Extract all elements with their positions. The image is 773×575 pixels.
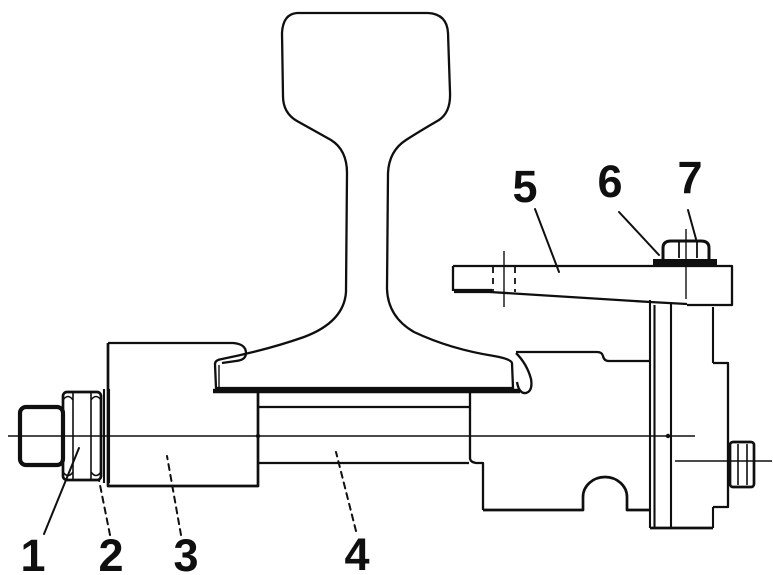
body-top-edge	[516, 350, 651, 363]
arm-washer	[653, 259, 717, 266]
part-label-7: 7	[677, 152, 702, 203]
flange	[713, 361, 730, 509]
leader-line-5	[534, 208, 560, 273]
side-nut-facets	[737, 444, 748, 485]
clamp-nose-right	[515, 352, 533, 395]
part-label-6: 6	[597, 156, 622, 207]
arm-bolt-hardware	[653, 239, 717, 266]
leader-line-3	[166, 455, 182, 536]
clamp-block-outline	[106, 343, 260, 488]
leader-lines	[43, 208, 697, 536]
body-bottom-notch	[483, 475, 650, 512]
arm-outline	[451, 264, 734, 307]
plate-edges	[648, 300, 715, 528]
support-plates	[648, 300, 730, 530]
part-label-2: 2	[98, 530, 123, 575]
clamp-block-left	[106, 341, 260, 488]
side-nut	[728, 440, 756, 489]
rail-cross-section	[213, 11, 520, 394]
part-callouts: 1 2 3 4 5 6 7	[20, 152, 702, 575]
axis-junction-dot-right	[665, 433, 671, 439]
leader-line-4	[335, 451, 357, 532]
part-label-4: 4	[344, 529, 369, 575]
part-label-1: 1	[20, 530, 45, 575]
body-left-edge	[468, 392, 485, 510]
spacer-rod	[258, 405, 470, 465]
axis-junction-dot-left	[255, 433, 261, 439]
leader-line-2	[98, 479, 111, 536]
side-bolt-right	[675, 440, 772, 489]
part-label-5: 5	[512, 161, 537, 212]
leader-line-7	[687, 209, 697, 240]
part-label-3: 3	[173, 530, 198, 575]
arm-nut	[661, 239, 711, 261]
rod-lines	[258, 405, 470, 465]
leader-line-1	[43, 447, 80, 535]
leader-line-6	[618, 211, 660, 256]
body-block-right	[468, 350, 651, 512]
clamp-hook-left	[108, 341, 248, 365]
arm-hole-hidden-lines	[492, 267, 516, 292]
arm-nut-facets	[678, 242, 698, 258]
rail-profile	[213, 11, 515, 390]
main-centerline	[8, 433, 695, 439]
